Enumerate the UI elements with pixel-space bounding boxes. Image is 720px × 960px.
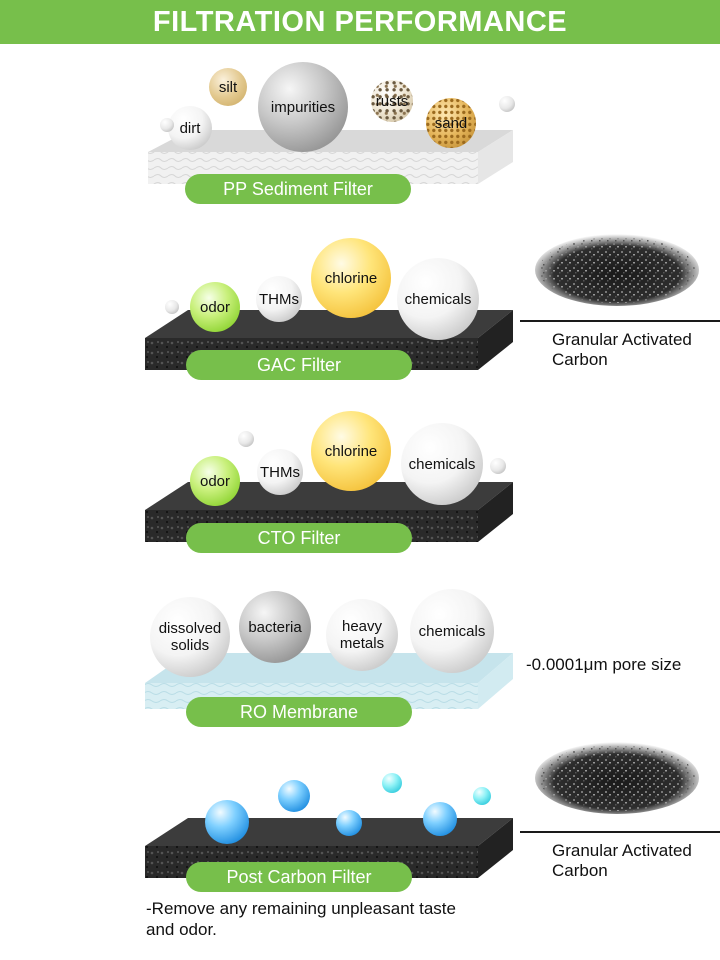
stage-label-gac: GAC Filter — [186, 350, 412, 380]
particle-ball: chemicals — [401, 423, 483, 505]
particle-ball: chemicals — [397, 258, 479, 340]
particle-dot — [238, 431, 254, 447]
particle-ball: sand — [426, 98, 476, 148]
water-droplet — [473, 787, 491, 805]
post-carbon-footnote: -Remove any remaining unpleasant taste a… — [146, 899, 456, 939]
particle-ball: heavy metals — [326, 599, 398, 671]
particle-ball: chlorine — [311, 238, 391, 318]
gac-side-note: Granular Activated Carbon — [552, 330, 692, 369]
post-carbon-side-note: Granular Activated Carbon — [552, 841, 692, 880]
stage-label-cto: CTO Filter — [186, 523, 412, 553]
stage-pp-sediment: dirt silt impurities rusts sand PP Sedim… — [0, 60, 720, 210]
header-banner: FILTRATION PERFORMANCE — [0, 0, 720, 44]
water-droplet — [382, 773, 402, 793]
particle-dot — [160, 118, 174, 132]
stage-ro-membrane: dissolved solids bacteria heavy metals c… — [0, 585, 720, 735]
stage-label-ro-membrane: RO Membrane — [186, 697, 412, 727]
divider-line — [520, 320, 720, 322]
particle-ball: dirt — [168, 106, 212, 150]
particle-dot — [490, 458, 506, 474]
particle-ball: bacteria — [239, 591, 311, 663]
particle-dot — [165, 300, 179, 314]
particle-ball: THMs — [256, 276, 302, 322]
carbon-granules-image — [535, 234, 699, 306]
water-droplet — [205, 800, 249, 844]
divider-line — [520, 831, 720, 833]
carbon-granules-image — [535, 742, 699, 814]
stage-cto: odor THMs chlorine chemicals CTO Filter — [0, 405, 720, 555]
stage-label-post-carbon: Post Carbon Filter — [186, 862, 412, 892]
particle-ball: rusts — [371, 80, 413, 122]
ro-side-note: -0.0001μm pore size — [526, 655, 682, 674]
stage-label-pp-sediment: PP Sediment Filter — [185, 174, 411, 204]
particle-dot — [499, 96, 515, 112]
particle-ball: silt — [209, 68, 247, 106]
water-droplet — [278, 780, 310, 812]
stage-post-carbon: Post Carbon Filter — [0, 760, 720, 900]
particle-ball: odor — [190, 282, 240, 332]
particle-ball: chemicals — [410, 589, 494, 673]
particle-ball: impurities — [258, 62, 348, 152]
water-droplet — [423, 802, 457, 836]
stage-gac: odor THMs chlorine chemicals GAC Filter — [0, 230, 720, 380]
particle-ball: odor — [190, 456, 240, 506]
particle-ball: THMs — [257, 449, 303, 495]
water-droplet — [336, 810, 362, 836]
particle-ball: dissolved solids — [150, 597, 230, 677]
page-title: FILTRATION PERFORMANCE — [152, 5, 568, 38]
particle-ball: chlorine — [311, 411, 391, 491]
